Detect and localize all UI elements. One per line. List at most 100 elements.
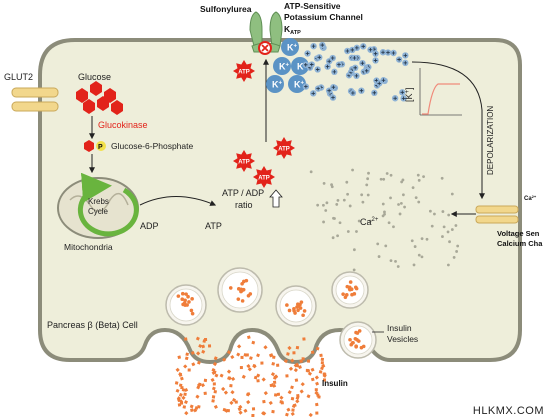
insulin-molecule bbox=[256, 353, 260, 358]
insulin-molecule bbox=[292, 351, 296, 355]
insulin-vesicle bbox=[339, 321, 377, 359]
potassium-ion: K+ bbox=[288, 75, 306, 93]
insulin-molecule bbox=[320, 357, 325, 362]
glucose-label: Glucose bbox=[78, 72, 111, 82]
insulin-molecule bbox=[200, 383, 206, 388]
insulin-molecule bbox=[268, 400, 273, 406]
insulin-molecule bbox=[201, 344, 206, 349]
plus-dot bbox=[372, 57, 379, 64]
insulin-molecule bbox=[181, 395, 186, 400]
calcium-dot bbox=[361, 200, 365, 204]
plus-dot bbox=[319, 41, 326, 49]
insulin-molecule bbox=[287, 345, 292, 351]
insulin-molecule bbox=[322, 378, 327, 382]
calcium-dot bbox=[452, 256, 456, 259]
calcium-dot bbox=[398, 212, 402, 216]
calcium-dot bbox=[441, 235, 444, 238]
calcium-dot bbox=[385, 172, 389, 175]
calcium-dot bbox=[433, 212, 436, 216]
insulin-molecule bbox=[211, 370, 216, 376]
plus-dot bbox=[360, 43, 367, 50]
plus-dot bbox=[304, 50, 311, 57]
calcium-dot bbox=[346, 230, 350, 233]
calcium-dot bbox=[417, 178, 421, 182]
plus-dot bbox=[324, 63, 331, 70]
insulin-molecule bbox=[260, 361, 264, 365]
calcium-dot bbox=[309, 170, 313, 174]
insulin-molecule bbox=[238, 410, 243, 415]
insulin-molecule bbox=[178, 399, 184, 404]
insulin-molecule bbox=[174, 381, 179, 385]
atp-badge: ATP bbox=[233, 60, 255, 82]
insulin-molecule bbox=[251, 407, 256, 411]
plus-dot bbox=[314, 66, 321, 73]
insulin-molecule bbox=[290, 358, 295, 363]
insulin-molecule bbox=[253, 375, 258, 380]
calcium-dot bbox=[383, 212, 386, 216]
potassium-ion: K+ bbox=[273, 57, 291, 75]
insulin-molecule bbox=[288, 366, 294, 371]
calcium-dot bbox=[382, 177, 386, 181]
plus-dot bbox=[353, 44, 361, 52]
atp-badge: ATP bbox=[233, 150, 255, 172]
insulin-molecule bbox=[180, 385, 184, 390]
k-concentration-graph bbox=[419, 68, 462, 116]
mitochondria-label: Mitochondria bbox=[64, 242, 113, 252]
g6p-label: Glucose-6-Phosphate bbox=[111, 141, 193, 151]
calcium-dot bbox=[379, 177, 383, 181]
insulin-molecule bbox=[320, 361, 324, 365]
insulin-molecule bbox=[273, 374, 279, 379]
calcium-dot bbox=[442, 225, 446, 229]
insulin-molecule bbox=[295, 399, 300, 404]
insulin-molecule bbox=[222, 357, 227, 362]
insulin-molecule bbox=[243, 408, 248, 413]
calcium-dot bbox=[440, 176, 444, 180]
atp-adp-ratio-line2: ratio bbox=[235, 200, 253, 210]
insulin-molecule bbox=[299, 389, 304, 394]
insulin-molecule bbox=[201, 349, 206, 354]
insulin-molecule bbox=[211, 386, 216, 391]
ca-channel-ion-label: Ca2+ bbox=[524, 194, 537, 202]
plus-dot bbox=[310, 90, 317, 97]
glucokinase-label: Glucokinase bbox=[98, 120, 148, 130]
calcium-dot bbox=[316, 203, 320, 207]
calcium-dot bbox=[338, 221, 342, 225]
insulin-molecule bbox=[237, 407, 242, 412]
plus-dot bbox=[310, 42, 317, 50]
potassium-ion-label: K+ bbox=[279, 62, 290, 72]
calcium-dot bbox=[389, 259, 393, 263]
plus-dot bbox=[325, 58, 333, 65]
insulin-molecule bbox=[276, 392, 281, 396]
insulin-molecule bbox=[198, 343, 203, 349]
atp-badge-label: ATP bbox=[238, 160, 250, 166]
insulin-molecule bbox=[175, 388, 180, 393]
calcium-dot bbox=[403, 205, 406, 209]
calcium-dot bbox=[387, 221, 391, 225]
insulin-molecule bbox=[246, 335, 251, 340]
glut2-transporter bbox=[11, 87, 59, 112]
calcium-dot bbox=[376, 242, 380, 246]
ratio-up-arrow bbox=[269, 189, 283, 208]
potassium-ions: K+K+K+K+K+ bbox=[266, 38, 309, 93]
insulin-molecule bbox=[251, 414, 255, 418]
plus-dot bbox=[316, 54, 323, 61]
calcium-dot bbox=[441, 210, 445, 213]
calcium-dot bbox=[417, 253, 421, 257]
insulin-molecule bbox=[196, 351, 201, 356]
insulin-molecule bbox=[315, 411, 319, 415]
calcium-dot bbox=[401, 193, 405, 197]
calcium-dot bbox=[456, 244, 460, 248]
insulin-molecule bbox=[230, 390, 235, 395]
insulin-molecule bbox=[310, 367, 315, 372]
insulin-molecule bbox=[178, 373, 183, 377]
plus-dot bbox=[308, 61, 315, 68]
calcium-ion-cloud bbox=[309, 168, 460, 272]
plus-dot bbox=[302, 83, 310, 90]
sulfonylurea-label: Sulfonylurea bbox=[200, 4, 252, 14]
calcium-dot bbox=[392, 225, 395, 229]
insulin-label: Insulin bbox=[322, 379, 348, 388]
calcium-dot bbox=[332, 216, 335, 220]
insulin-molecule bbox=[285, 412, 289, 417]
calcium-dot bbox=[365, 183, 369, 187]
insulin-molecule bbox=[226, 409, 231, 413]
